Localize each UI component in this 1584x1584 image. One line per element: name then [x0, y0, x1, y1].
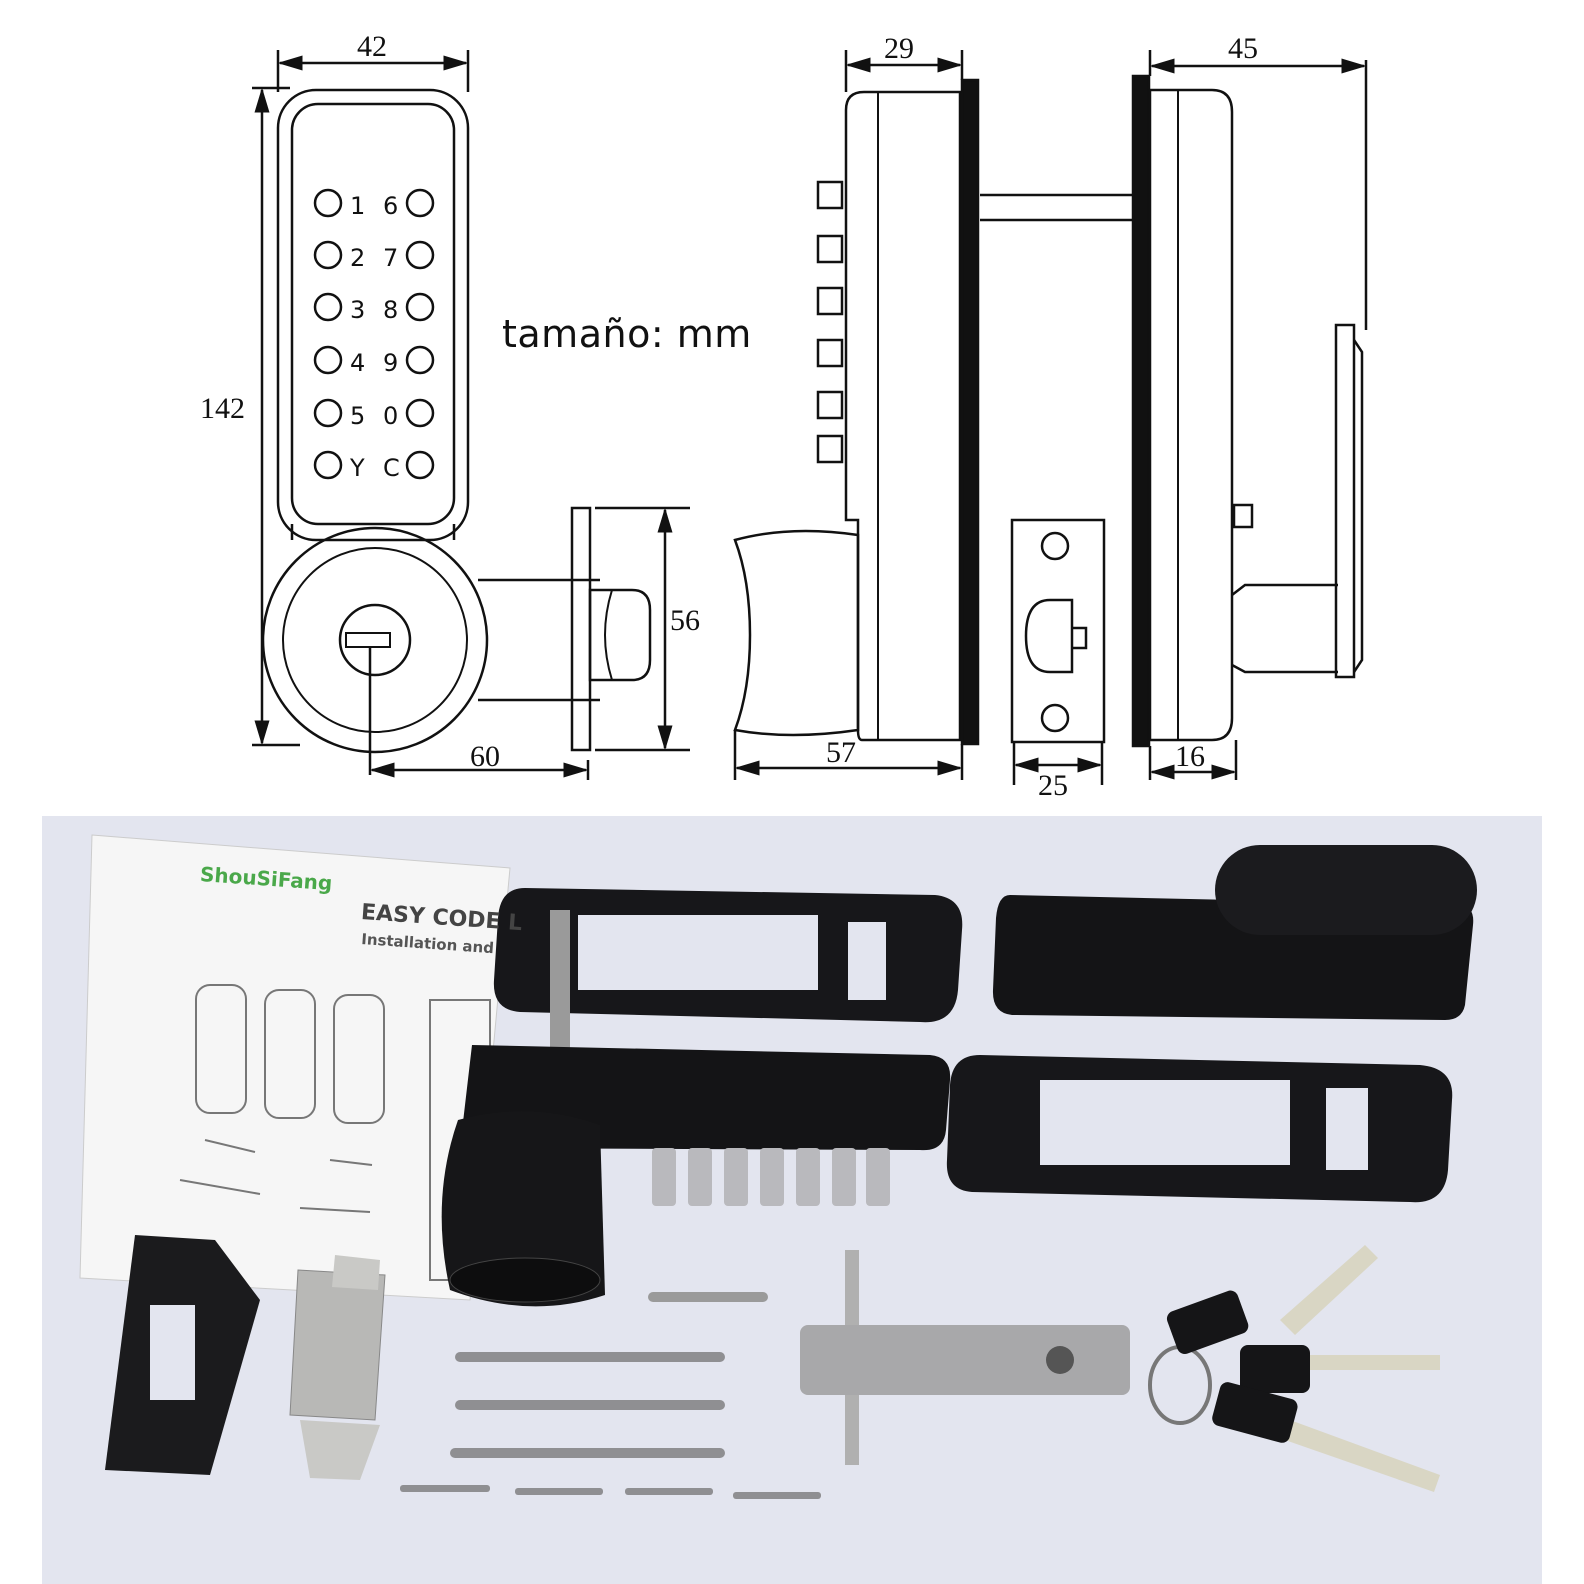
key-label-right: 6 [383, 192, 398, 220]
dim-strike-width: 25 [1038, 769, 1068, 802]
key-button [405, 398, 435, 428]
key-label-right: 8 [383, 296, 398, 324]
dim-side-bottom: 57 [826, 736, 856, 769]
key-label-left: Y [349, 454, 365, 482]
outside-knob [441, 1111, 605, 1307]
key-label-left: 5 [350, 402, 365, 430]
key-button [313, 398, 343, 428]
strike-plate [1010, 518, 1106, 744]
key-label-left: 2 [350, 244, 365, 272]
keypad [313, 188, 435, 480]
key-label-right: 0 [383, 402, 398, 430]
key-label-right: 7 [383, 244, 398, 272]
key-button [313, 240, 343, 270]
key-label-left: 1 [350, 192, 365, 220]
key-label-right: C [383, 454, 400, 482]
technical-drawing: 1 2 3 4 5 Y 6 7 8 9 0 C 42 142 56 60 29 … [200, 30, 1368, 802]
key-button [313, 345, 343, 375]
dim-latch-offset: 60 [470, 740, 500, 773]
instruction-manual [79, 834, 511, 1301]
side-knob [733, 529, 860, 737]
key-button [405, 450, 435, 480]
key-label-left: 3 [350, 296, 365, 324]
side-body [844, 90, 962, 742]
front-body-outer [276, 88, 470, 542]
latch-box [289, 1269, 386, 1421]
dim-side-top: 29 [884, 32, 914, 65]
key-label-right: 9 [383, 349, 398, 377]
product-photo [42, 816, 1542, 1584]
unit-label: tamaño: mm [502, 312, 752, 356]
dim-back-bottom: 16 [1175, 740, 1205, 773]
dim-back-top: 45 [1228, 32, 1258, 65]
key-button [313, 188, 343, 218]
key-label-left: 4 [350, 349, 365, 377]
dim-latch-height: 56 [670, 604, 700, 637]
key-button [313, 450, 343, 480]
key-button [405, 240, 435, 270]
key-button [405, 292, 435, 322]
key-button [313, 292, 343, 322]
back-handle [1334, 323, 1356, 679]
back-body [1148, 88, 1234, 742]
front-body-inner [290, 102, 456, 526]
keys [1280, 1245, 1440, 1492]
front-knob-outer [261, 526, 489, 754]
front-knob-inner [282, 547, 468, 733]
dim-front-width: 42 [357, 30, 387, 63]
key-button [405, 188, 435, 218]
key-cylinder [338, 603, 412, 677]
key-button [405, 345, 435, 375]
latch-plate [570, 506, 592, 752]
key-slot [345, 632, 391, 648]
dim-front-height: 142 [200, 392, 245, 425]
